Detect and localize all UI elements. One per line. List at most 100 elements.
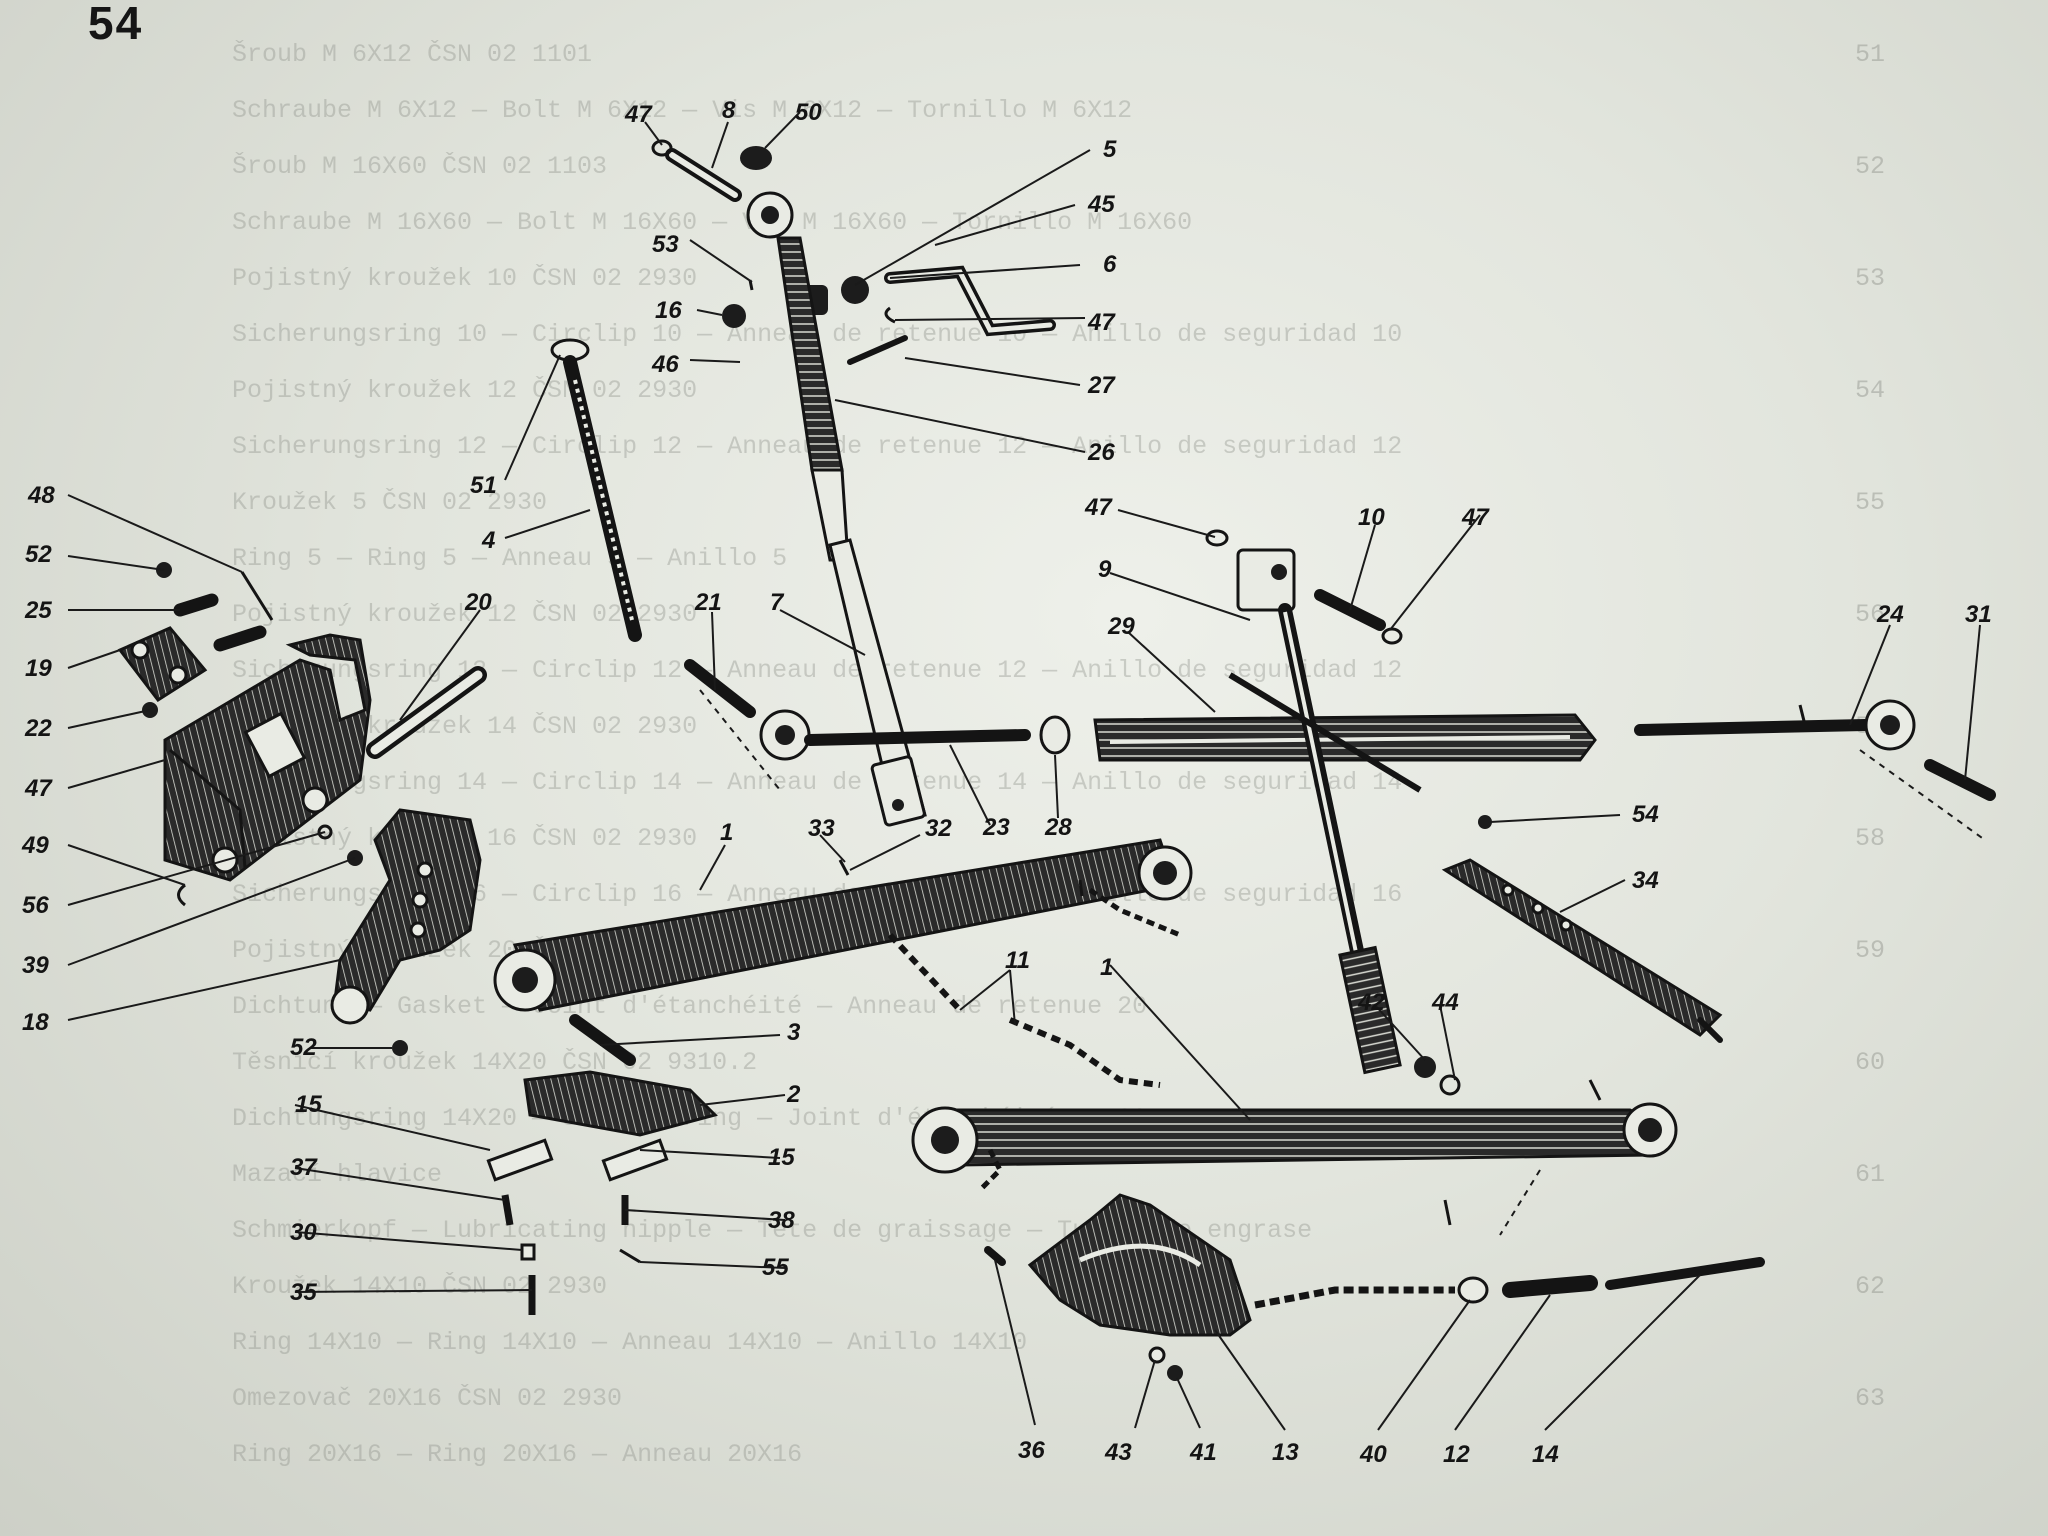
adjuster-tube-part-29 — [1093, 713, 1597, 762]
plate-part-19 — [117, 626, 208, 703]
pin-part-3 — [569, 1014, 636, 1066]
callout-35: 35 — [290, 1279, 317, 1306]
pin-part-33 — [838, 859, 850, 876]
callout-9: 9 — [1098, 556, 1112, 583]
show-through-line: Šroub M 6X12 ČSN 02 1101 — [232, 40, 593, 69]
arm-guide — [1499, 1169, 1541, 1236]
callout-31: 31 — [1965, 601, 1992, 628]
clip-part-55 — [619, 1248, 641, 1264]
callout-39: 39 — [22, 952, 49, 979]
show-through-line: Kroužek 5 ČSN 02 2930 — [232, 488, 548, 517]
callout-15: 15 — [295, 1091, 322, 1118]
clip-part-49 — [177, 883, 186, 907]
callout-25: 25 — [24, 597, 52, 624]
callout-1: 1 — [720, 819, 733, 846]
callout-52: 52 — [25, 541, 52, 568]
callout-50: 50 — [795, 99, 822, 126]
callout-38: 38 — [768, 1207, 795, 1234]
show-through-number: 58 — [1855, 824, 1886, 853]
callout-26: 26 — [1087, 439, 1115, 466]
callout-15-b: 15 — [768, 1144, 795, 1171]
bolt-part-36 — [984, 1246, 1006, 1266]
show-through-line: Schraube M 16X60 — Bolt M 16X60 — Vis M … — [232, 208, 1193, 237]
show-through-number: 54 — [1855, 376, 1886, 405]
show-through-number: 63 — [1855, 1384, 1886, 1413]
callout-55: 55 — [762, 1254, 789, 1281]
top-link-pin-part-8 — [665, 148, 742, 202]
crank-handle-part-6 — [841, 265, 1056, 337]
callout-47-c: 47 — [24, 775, 53, 802]
leader-lines — [67, 111, 1981, 1431]
show-through-line: Schraube M 6X12 — Bolt M 6X12 — Vis M 6X… — [232, 96, 1133, 125]
show-through-line: Sicherungsring 12 — Circlip 12 — Anneau … — [232, 656, 1403, 685]
pin-part-27 — [847, 335, 908, 365]
nut-part-28 — [1039, 715, 1071, 755]
long-bolt-part-4 — [550, 338, 642, 642]
callout-2: 2 — [786, 1081, 801, 1108]
spacer-part-30 — [520, 1243, 536, 1261]
show-through-line: Dichtung — Gasket — Joint d'étanchéité —… — [232, 992, 1148, 1021]
show-through-number: 53 — [1855, 264, 1886, 293]
top-link-part-26 — [746, 191, 850, 562]
chain-guide — [699, 689, 781, 791]
callout-36: 36 — [1018, 1437, 1045, 1464]
chain-part-13 — [1254, 1286, 1455, 1309]
bolt-part-37 — [501, 1194, 514, 1226]
callout-47-b: 47 — [1087, 309, 1116, 336]
adjuster-rod-part-7 — [828, 538, 927, 827]
callout-34: 34 — [1632, 867, 1659, 894]
show-through-number: 52 — [1855, 152, 1886, 181]
link-end-part-23 — [759, 709, 1031, 761]
nut-part-40 — [1457, 1276, 1489, 1304]
sleeve-part-12 — [1502, 1275, 1598, 1298]
show-through-line: Pojistný kroužek 12 ČSN 02 2930 — [232, 376, 698, 405]
check-chain-part-11 — [887, 879, 1181, 1088]
callout-41: 41 — [1189, 1439, 1217, 1466]
washer-part-56 — [317, 824, 333, 840]
show-through-line: Těsnicí kroužek 14X20 ČSN 02 9310.2 — [232, 1048, 758, 1077]
callout-37: 37 — [290, 1154, 318, 1181]
callout-16: 16 — [655, 297, 682, 324]
callout-49: 49 — [21, 832, 49, 859]
clip-part-48 — [240, 571, 274, 621]
show-through-line: Ring 5 — Ring 5 — Anneau 5 — Anillo 5 — [232, 544, 788, 573]
nut-part-41 — [1167, 1365, 1183, 1381]
clip-part-47-b — [884, 306, 896, 324]
callout-32: 32 — [925, 815, 952, 842]
threaded-end-part-24 — [1634, 699, 1916, 751]
callout-13: 13 — [1272, 1439, 1299, 1466]
nut-part-54 — [1478, 815, 1492, 829]
page-number: 54 — [88, 0, 144, 49]
show-through-line: Ring 20X16 — Ring 20X16 — Anneau 20X16 — [232, 1440, 803, 1469]
block-part-2 — [523, 1070, 718, 1137]
guard-plate-part-13 — [1027, 1193, 1252, 1337]
callout-14: 14 — [1532, 1441, 1559, 1468]
callout-42: 42 — [1357, 989, 1385, 1016]
show-through-number: 62 — [1855, 1272, 1886, 1301]
show-through-number: 56 — [1855, 600, 1886, 629]
callout-1-b: 1 — [1100, 954, 1113, 981]
lower-link-arm-part-1-right — [911, 1079, 1678, 1192]
callout-47-d: 47 — [1084, 494, 1113, 521]
callout-12: 12 — [1443, 1441, 1470, 1468]
clip-part-47-e — [1381, 627, 1403, 645]
show-through-number: 51 — [1855, 40, 1886, 69]
show-through-line: Ring 14X10 — Ring 14X10 — Anneau 14X10 —… — [232, 1328, 1028, 1357]
callout-44: 44 — [1431, 989, 1459, 1016]
nut-part-42 — [1414, 1056, 1436, 1078]
plate-part-15-right — [601, 1138, 669, 1182]
callout-56: 56 — [22, 892, 49, 919]
callout-52-b: 52 — [290, 1034, 317, 1061]
clip-part-47 — [651, 139, 673, 157]
callout-43: 43 — [1104, 1439, 1132, 1466]
callout-3: 3 — [787, 1019, 801, 1046]
callout-29: 29 — [1107, 613, 1135, 640]
callout-47: 47 — [624, 101, 653, 128]
callout-22: 22 — [24, 715, 52, 742]
bracket-part-17 — [163, 633, 372, 882]
callout-33: 33 — [808, 815, 835, 842]
callout-labels: 47 8 50 5 45 53 6 16 47 46 27 26 51 4 48… — [21, 97, 1992, 1468]
clip-part-47-d — [1205, 529, 1229, 547]
